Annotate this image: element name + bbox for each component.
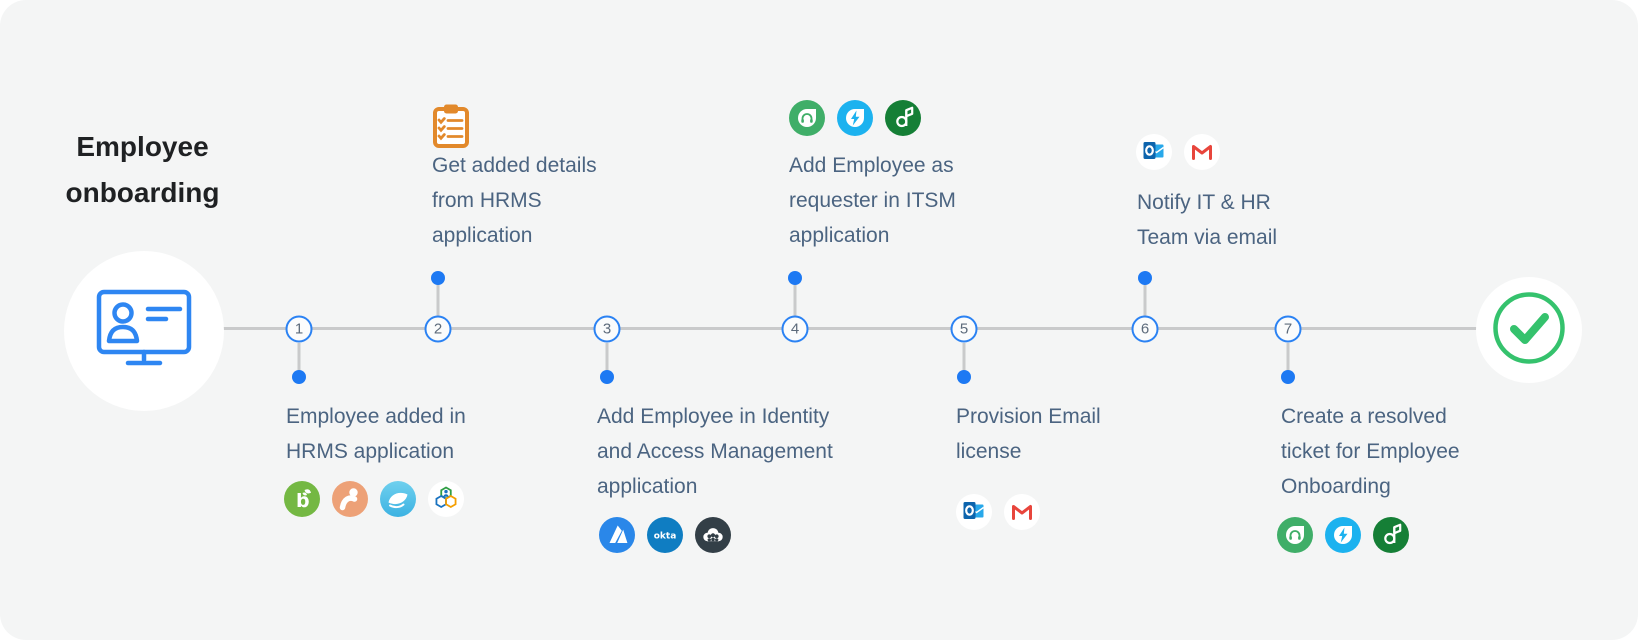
step-1-label: Employee added in HRMS application bbox=[286, 405, 466, 463]
page-title: Employee onboarding bbox=[65, 131, 220, 208]
bolt-app-icon bbox=[837, 100, 873, 136]
bolt-app-icon bbox=[1325, 517, 1361, 553]
gmail-icon bbox=[1004, 494, 1040, 530]
step-7-icons bbox=[1277, 517, 1409, 553]
step-1-dot bbox=[292, 370, 306, 384]
step-6-icons bbox=[1136, 134, 1220, 170]
step-7-dot bbox=[1281, 370, 1295, 384]
okta-icon: okta bbox=[647, 517, 683, 553]
success-check-icon bbox=[1476, 275, 1582, 386]
step-1-stem bbox=[297, 343, 301, 373]
freshservice-icon bbox=[1277, 517, 1313, 553]
azure-icon bbox=[599, 517, 635, 553]
step-5-icons bbox=[956, 494, 1040, 530]
workflow-start-circle bbox=[64, 251, 224, 411]
helpdesk-app-icon bbox=[1373, 517, 1409, 553]
timeline-node-3: 3 bbox=[593, 315, 621, 343]
employee-id-monitor-icon bbox=[96, 289, 192, 374]
step-6-stem bbox=[1143, 283, 1147, 316]
zoho-people-icon bbox=[428, 481, 464, 517]
outlook-icon bbox=[956, 494, 992, 530]
timeline-node-7: 7 bbox=[1274, 315, 1302, 343]
timeline-line bbox=[220, 327, 1482, 330]
step-5-stem bbox=[962, 343, 966, 373]
step-5-label: Provision Email license bbox=[956, 405, 1101, 463]
bamboohr-icon: b bbox=[284, 481, 320, 517]
step-6-label: Notify IT & HR Team via email bbox=[1137, 191, 1278, 249]
step-3-label: Add Employee in Identity and Access Mana… bbox=[597, 405, 833, 498]
step-7-label: Create a resolved ticket for Employee On… bbox=[1281, 405, 1460, 498]
svg-text:b: b bbox=[296, 490, 310, 512]
checklist-clipboard-icon bbox=[431, 103, 471, 154]
step-2-label: Get added details from HRMS application bbox=[432, 154, 597, 247]
step-3-stem bbox=[605, 343, 609, 373]
helpdesk-app-icon bbox=[885, 100, 921, 136]
step-3-dot bbox=[600, 370, 614, 384]
outlook-icon bbox=[1136, 134, 1172, 170]
step-1-icons: b bbox=[284, 481, 464, 517]
svg-text:okta: okta bbox=[654, 532, 677, 542]
gmail-icon bbox=[1184, 134, 1220, 170]
workflow-end-circle bbox=[1476, 277, 1582, 383]
hr-person-icon bbox=[332, 481, 368, 517]
step-7-stem bbox=[1286, 343, 1290, 373]
timeline-node-2: 2 bbox=[424, 315, 452, 343]
hr-cloud-icon bbox=[380, 481, 416, 517]
step-2-dot bbox=[431, 271, 445, 285]
timeline-node-6: 6 bbox=[1131, 315, 1159, 343]
timeline-node-4: 4 bbox=[781, 315, 809, 343]
step-4-label: Add Employee as requester in ITSM applic… bbox=[789, 154, 956, 247]
freshservice-icon bbox=[789, 100, 825, 136]
step-5-dot bbox=[957, 370, 971, 384]
step-2-stem bbox=[436, 283, 440, 316]
timeline-node-1: 1 bbox=[285, 315, 313, 343]
step-6-dot bbox=[1138, 271, 1152, 285]
step-3-icons: okta bbox=[599, 517, 731, 553]
step-4-icons bbox=[789, 100, 921, 136]
directory-cloud-icon bbox=[695, 517, 731, 553]
timeline-node-5: 5 bbox=[950, 315, 978, 343]
step-4-dot bbox=[788, 271, 802, 285]
step-4-stem bbox=[793, 283, 797, 316]
